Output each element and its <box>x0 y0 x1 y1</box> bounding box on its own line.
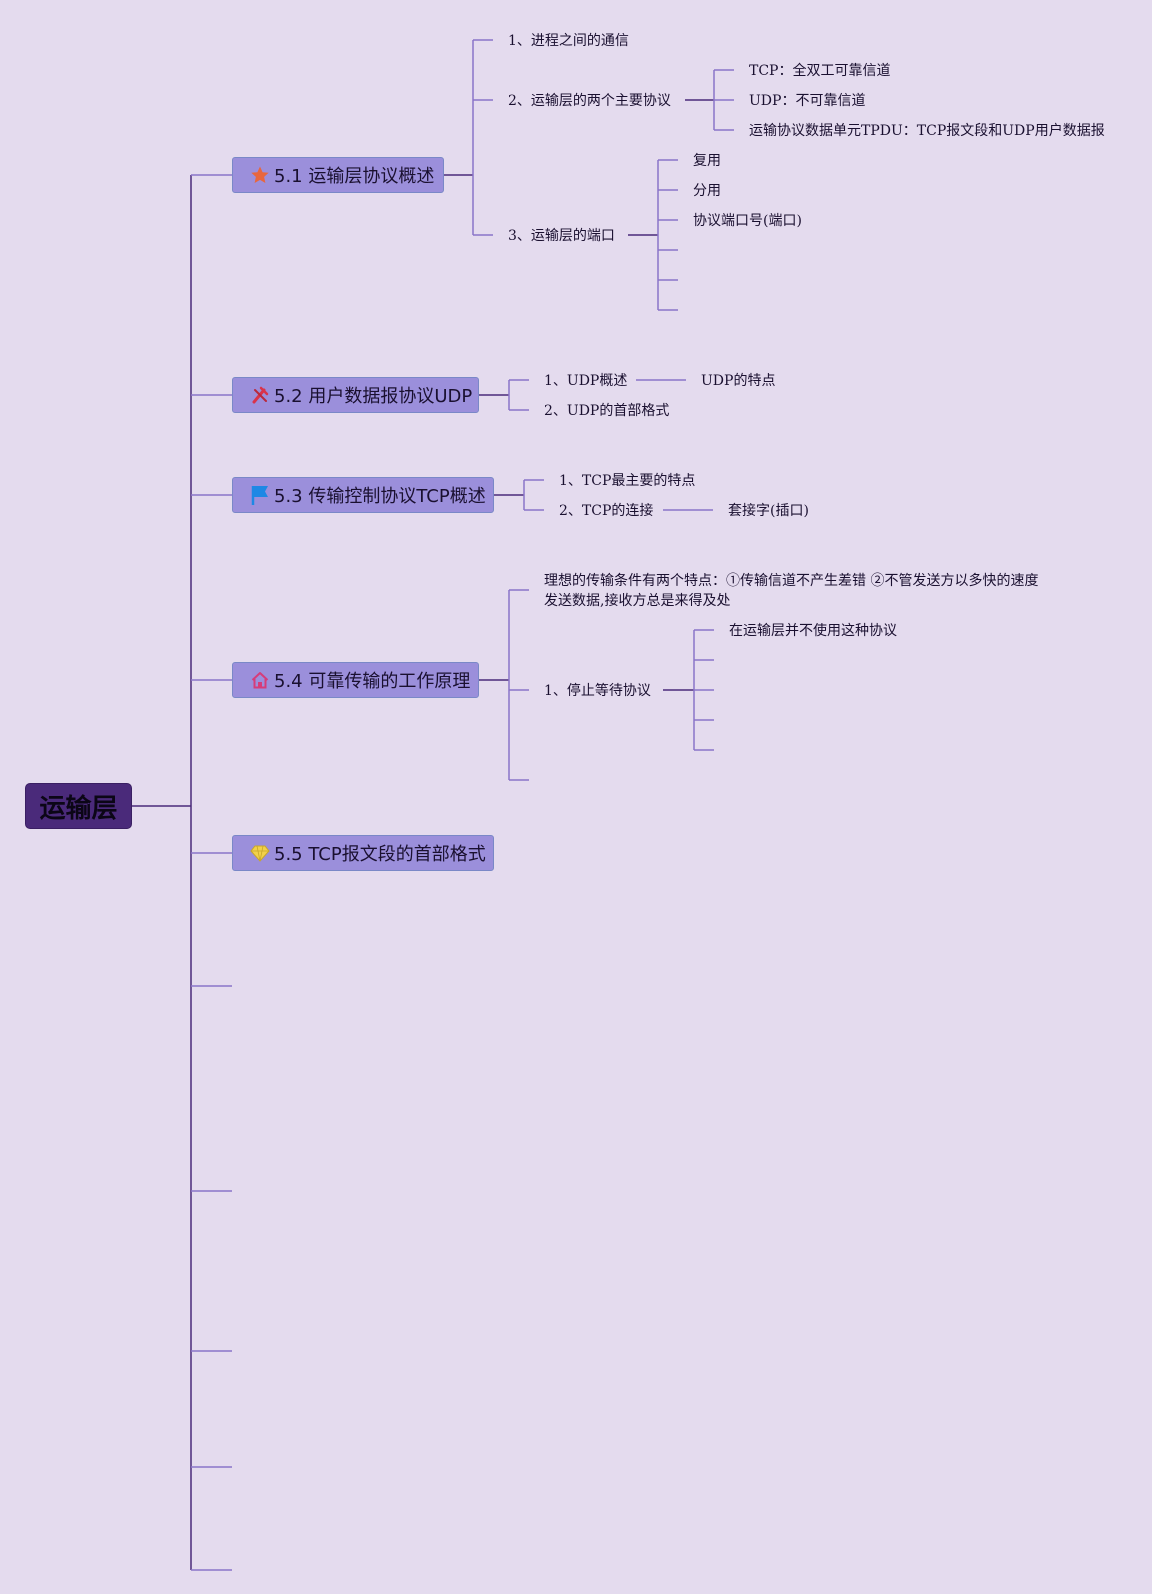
leaf-udp-unreliable[interactable]: UDP：不可靠信道 <box>749 93 866 109</box>
home-icon <box>249 669 271 691</box>
leaf-not-used-in-transport[interactable]: 在运输层并不使用这种协议 <box>729 623 897 639</box>
leaf-multiplexing[interactable]: 复用 <box>693 153 721 169</box>
star-icon <box>249 164 271 186</box>
topic-node-5-5[interactable]: 5.5 TCP报文段的首部格式 <box>232 835 494 871</box>
leaf-udp-header-format[interactable]: 2、UDP的首部格式 <box>544 403 670 419</box>
leaf-process-communication[interactable]: 1、进程之间的通信 <box>508 33 629 49</box>
topic-node-5-1[interactable]: 5.1 运输层协议概述 <box>232 157 444 193</box>
topic-node-5-4[interactable]: 5.4 可靠传输的工作原理 <box>232 662 479 698</box>
leaf-udp-features[interactable]: UDP的特点 <box>701 373 776 389</box>
leaf-ideal-conditions[interactable]: 理想的传输条件有两个特点：①传输信道不产生差错 ②不管发送方以多快的速度发送数据… <box>544 573 1039 609</box>
topic-label: 5.4 可靠传输的工作原理 <box>274 671 471 692</box>
tools-icon <box>249 384 271 406</box>
leaf-two-main-protocols[interactable]: 2、运输层的两个主要协议 <box>508 93 671 109</box>
topic-label: 5.2 用户数据报协议UDP <box>274 386 473 407</box>
topic-label: 5.5 TCP报文段的首部格式 <box>274 844 486 865</box>
topic-label: 5.1 运输层协议概述 <box>274 166 435 187</box>
leaf-protocol-port-number[interactable]: 协议端口号(端口) <box>693 213 802 229</box>
leaf-stop-and-wait[interactable]: 1、停止等待协议 <box>544 683 651 699</box>
leaf-tcp-main-features[interactable]: 1、TCP最主要的特点 <box>559 473 696 489</box>
topic-node-5-2[interactable]: 5.2 用户数据报协议UDP <box>232 377 479 413</box>
topic-node-5-3[interactable]: 5.3 传输控制协议TCP概述 <box>232 477 494 513</box>
topic-label: 5.3 传输控制协议TCP概述 <box>274 486 486 507</box>
leaf-tcp-connection[interactable]: 2、TCP的连接 <box>559 503 654 519</box>
diamond-icon <box>249 842 271 864</box>
leaf-tcp-reliable[interactable]: TCP：全双工可靠信道 <box>749 63 891 79</box>
leaf-socket[interactable]: 套接字(插口) <box>728 503 809 519</box>
root-node[interactable]: 运输层 <box>25 783 132 829</box>
leaf-tpdu[interactable]: 运输协议数据单元TPDU：TCP报文段和UDP用户数据报 <box>749 123 1105 139</box>
leaf-transport-ports[interactable]: 3、运输层的端口 <box>508 228 615 244</box>
leaf-udp-overview[interactable]: 1、UDP概述 <box>544 373 628 389</box>
flag-icon <box>249 484 271 506</box>
leaf-demultiplexing[interactable]: 分用 <box>693 183 721 199</box>
